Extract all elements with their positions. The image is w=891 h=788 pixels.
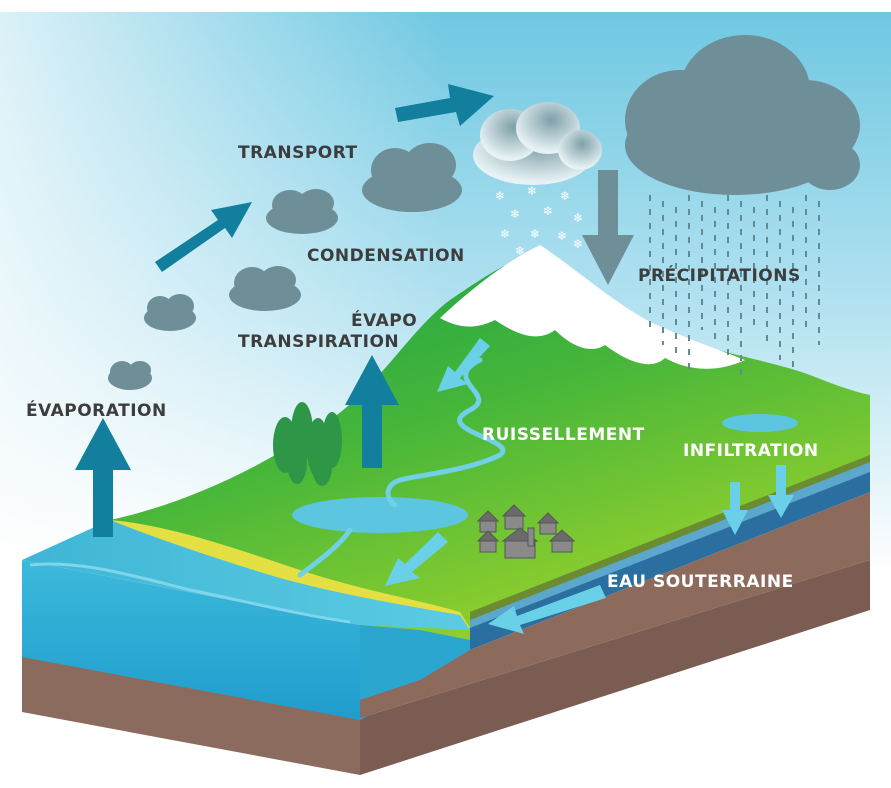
arrow-evaporation [75,418,131,537]
arrow-runoff-1 [437,338,490,392]
cloud-snow [473,102,602,185]
snow-cap [440,245,745,369]
label-transport: TRANSPORT [238,143,358,163]
rain [649,195,820,375]
label-ruissellement: RUISSELLEMENT [482,425,645,445]
soil-under-land [360,492,870,718]
arrow-precipitation [582,170,634,285]
svg-text:❄: ❄ [573,237,583,251]
svg-text:❄: ❄ [573,211,583,225]
label-evapotranspiration-2: TRANSPIRATION [238,332,399,352]
arrow-runoff-2 [385,532,448,586]
cloud-small-evaporation [108,361,152,390]
svg-text:❄: ❄ [543,204,553,218]
svg-text:❄: ❄ [500,227,510,241]
snowflakes: ❄❄❄ ❄❄❄ ❄❄❄ ❄❄ [495,184,583,258]
label-evapotranspiration-1: ÉVAPO [351,309,417,331]
label-evaporation: ÉVAPORATION [26,399,167,421]
label-precipitations: PRÉCIPITATIONS [638,264,801,286]
village [476,504,576,559]
soil-front [22,655,360,775]
forest [273,402,342,486]
label-eau-souterraine: EAU SOUTERRAINE [607,572,794,592]
arrow-transport-2 [395,84,494,126]
svg-text:❄: ❄ [527,184,537,198]
ocean-ripple [29,562,351,624]
river [385,357,506,508]
groundwater-highlight [470,460,870,628]
ocean-front [22,560,360,720]
lake [292,497,468,533]
cloud-rain [625,35,860,195]
arrow-evapotranspiration [345,355,399,468]
soil-side [360,560,870,775]
ocean-top [22,520,470,630]
arrow-transport-1 [155,202,252,272]
label-condensation: CONDENSATION [307,246,465,266]
svg-text:❄: ❄ [510,207,520,221]
svg-text:❄: ❄ [515,244,525,258]
river-outflow [297,527,353,578]
svg-text:❄: ❄ [560,189,570,203]
cloud-transport [362,143,462,212]
label-infiltration: INFILTRATION [683,441,819,461]
svg-text:❄: ❄ [530,227,540,241]
cloud-medium-1 [229,266,301,311]
cloud-medium-2 [266,189,338,234]
svg-text:❄: ❄ [495,189,505,203]
svg-text:❄: ❄ [557,229,567,243]
arrow-groundwater [488,585,606,634]
pond [722,414,798,432]
cloud-small-1 [144,294,196,331]
arrow-infiltration-2 [768,465,794,518]
arrow-infiltration-1 [722,482,748,535]
